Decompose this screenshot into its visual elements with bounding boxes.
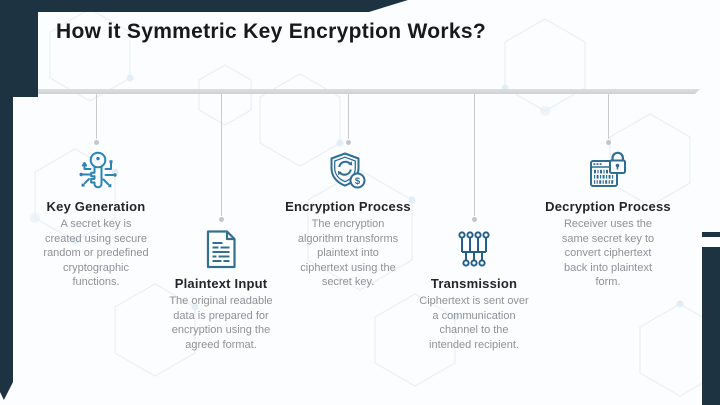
cipher-lock-icon [584,148,632,196]
step-description: Ciphertext is sent over a communication … [419,295,529,351]
step-key-generation: Key Generation A secret key is created u… [30,94,162,290]
step-description: A secret key is created using secure ran… [43,218,149,289]
left-edge-strip [0,0,13,400]
timeline-connector-line [473,94,475,216]
shield-sync-icon: $ [324,148,372,196]
timeline-connector-line [95,94,97,139]
timeline-connector-line [347,94,349,139]
step-description: The encryption algorithm transforms plai… [297,218,399,289]
timeline-connector-line [607,94,609,139]
step-description: Receiver uses the same secret key to con… [561,218,655,289]
step-description: The original readable data is prepared f… [169,295,273,351]
document-icon [197,225,245,273]
timeline-connector-line [220,94,222,216]
slide-title: How it Symmetric Key Encryption Works? [56,20,486,43]
step-title: Transmission [430,276,518,291]
timeline-bar [38,89,700,94]
step-transmission: Transmission Ciphertext is sent over a c… [408,94,540,352]
step-plaintext-input: Plaintext Input The original readable da… [155,94,287,352]
right-edge-dash [702,232,720,237]
network-channel-icon [450,225,498,273]
svg-text:$: $ [355,176,361,187]
step-title: Encryption Process [285,199,411,214]
connector-end-dot [471,217,477,222]
connector-end-dot [218,217,224,222]
step-decryption-process: Decryption Process Receiver uses the sam… [542,94,674,290]
right-edge-block [702,247,720,405]
step-title: Plaintext Input [174,276,268,291]
step-title: Key Generation [46,199,146,214]
step-title: Decryption Process [545,199,671,214]
connector-end-dot [345,140,351,145]
circuit-key-icon [72,148,120,196]
connector-end-dot [93,140,99,145]
step-encryption-process: $ Encryption Process The encryption algo… [282,94,414,290]
top-accent-bar [0,0,408,12]
connector-end-dot [605,140,611,145]
